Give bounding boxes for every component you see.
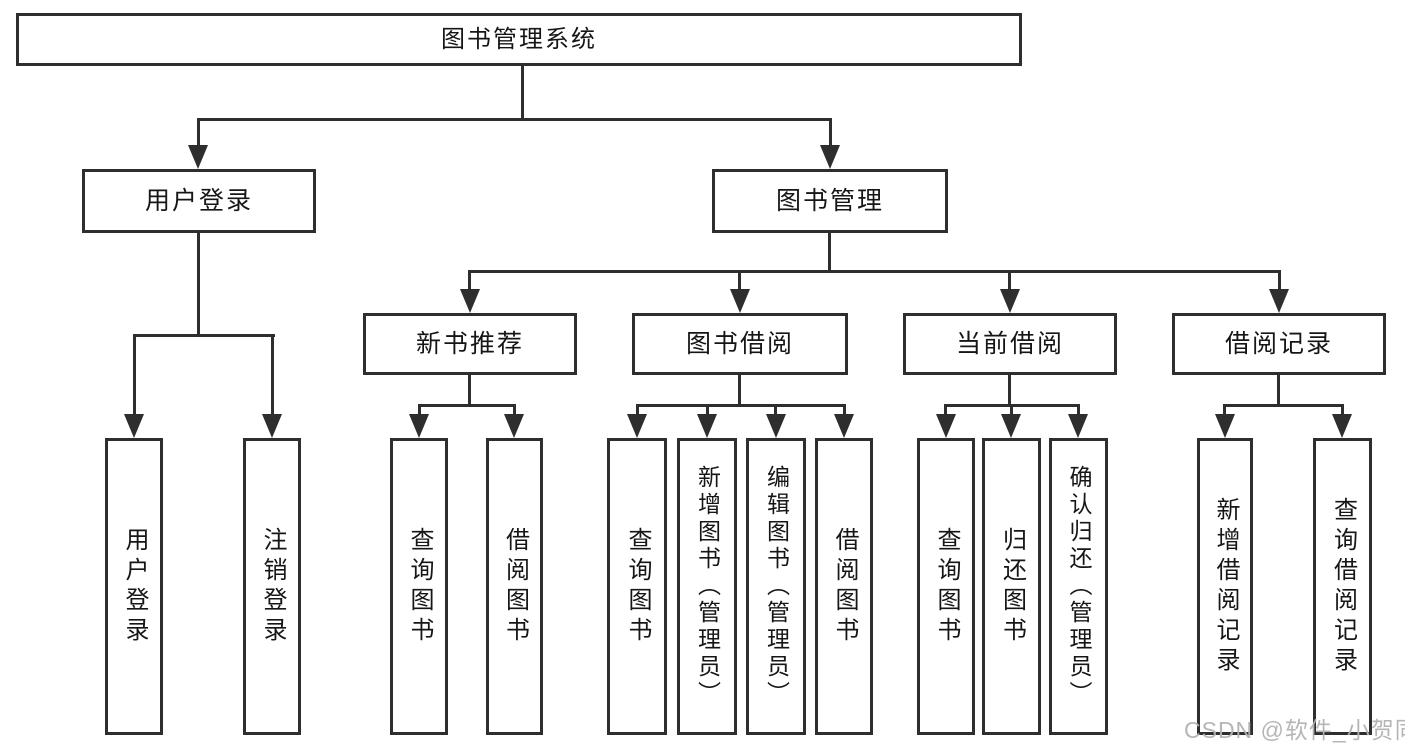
leaf-borrow-books-recommend: 借阅图书 [486,438,543,735]
connector-book-borrow-trunk [738,375,741,407]
arrow-down-icon [1332,414,1352,438]
arrow-down-icon [124,414,144,438]
connector-stem-current-borrow [1008,270,1011,291]
connector-stem [944,404,947,416]
arrow-down-icon [1000,289,1020,313]
connector-stem-borrow-records [1278,270,1281,291]
connector-borrow-records-trunk [1277,375,1280,407]
arrow-down-icon [1068,414,1088,438]
leaf-logout: 注销登录 [243,438,301,735]
connector-user-login-split [133,334,275,337]
arrow-down-icon [1001,414,1021,438]
connector-stem-new-book [468,270,471,291]
connector-stem-book-borrow [738,270,741,291]
connector-new-book-split [418,404,516,407]
arrow-down-icon [766,414,786,438]
connector-stem [1223,404,1226,416]
connector-current-borrow-trunk [1008,375,1011,407]
connector-stem [513,404,516,416]
node-book-management: 图书管理 [712,169,948,233]
arrow-down-icon [460,289,480,313]
arrow-down-icon [820,145,840,169]
leaf-query-borrow-record: 查询借阅记录 [1313,438,1372,735]
leaf-edit-books-admin: 编辑图书（管理员） [746,438,806,735]
arrow-down-icon [936,414,956,438]
node-user-login: 用户登录 [82,169,316,233]
connector-stem-user-login [197,118,200,147]
connector-stem [636,404,639,416]
leaf-confirm-return-admin: 确认归还（管理员） [1049,438,1108,735]
connector-stem [706,404,709,416]
connector-stem [418,404,421,416]
arrow-down-icon [834,414,854,438]
arrow-down-icon [188,145,208,169]
connector-root-trunk [521,66,524,121]
node-root-library-system: 图书管理系统 [16,13,1022,66]
arrow-down-icon [730,289,750,313]
connector-stem-leaf-logout [271,334,274,415]
connector-level2-split [197,118,832,121]
leaf-add-books-admin: 新增图书（管理员） [677,438,737,735]
connector-book-mgmt-trunk [828,233,831,273]
connector-stem [1077,404,1080,416]
arrow-down-icon [1269,289,1289,313]
arrow-down-icon [697,414,717,438]
node-borrow-records: 借阅记录 [1172,313,1386,375]
arrow-down-icon [262,414,282,438]
connector-stem [1010,404,1013,416]
arrow-down-icon [627,414,647,438]
leaf-add-borrow-record: 新增借阅记录 [1197,438,1253,735]
node-book-borrow: 图书借阅 [632,313,848,375]
connector-level3-split [468,270,1281,273]
leaf-borrow-books: 借阅图书 [815,438,873,735]
arrow-down-icon [409,414,429,438]
csdn-watermark: CSDN @软件_小贺同学 [1184,717,1405,743]
connector-stem [1341,404,1344,416]
connector-new-book-trunk [468,375,471,407]
node-new-book-recommend: 新书推荐 [363,313,577,375]
connector-book-borrow-split [636,404,846,407]
leaf-query-books-borrow: 查询图书 [607,438,667,735]
connector-stem [843,404,846,416]
leaf-query-books-current: 查询图书 [917,438,975,735]
connector-borrow-records-split [1223,404,1344,407]
connector-user-login-trunk [197,233,200,337]
arrow-down-icon [1215,414,1235,438]
arrow-down-icon [504,414,524,438]
connector-stem-leaf-user-login [133,334,136,415]
leaf-query-books-recommend: 查询图书 [390,438,448,735]
leaf-return-books: 归还图书 [982,438,1041,735]
node-current-borrow: 当前借阅 [903,313,1117,375]
leaf-user-login: 用户登录 [105,438,163,735]
connector-stem-book-mgmt [829,118,832,147]
connector-stem [774,404,777,416]
